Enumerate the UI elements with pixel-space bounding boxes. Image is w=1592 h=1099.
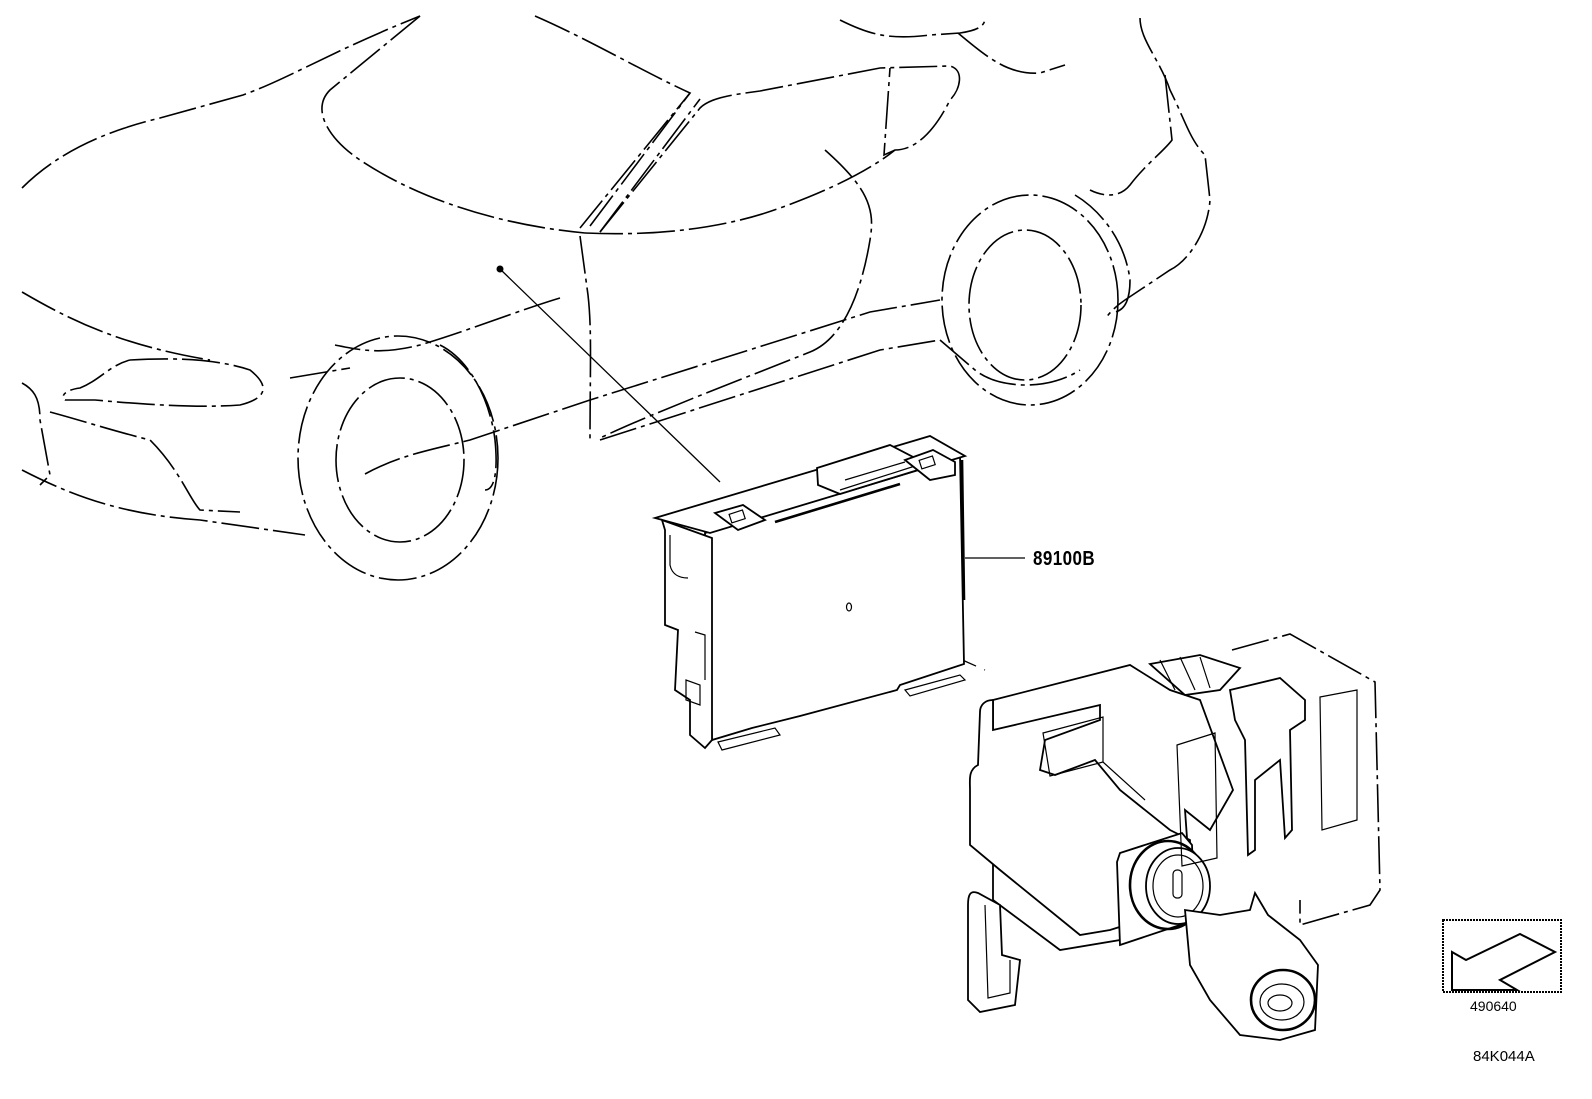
module-body [704,453,965,742]
sensor-arm [1184,890,1319,1041]
door-rear-edge [599,149,873,439]
rear-tire-side [1074,194,1131,313]
module-tab-1 [712,504,767,532]
rear-fender [1089,74,1173,196]
front-bumper [21,382,51,486]
module-left-clip [669,535,706,706]
figure-code-label: 84K044A [1473,1048,1535,1065]
door-front-edge [579,235,592,441]
sensor-coil-inner [1259,983,1305,1021]
bracket-rear [1231,633,1381,927]
body-crease [334,297,561,352]
key-slot [1172,869,1183,899]
mounting-foot [967,891,1021,1013]
front-tire-side [439,344,497,491]
location-leader [499,268,721,483]
part-callout-89100B[interactable]: 89100B [1033,548,1096,570]
hood-line [21,15,421,189]
module-bottom-rail-1 [717,727,781,751]
module-tab-1-slot [728,509,746,524]
module-right-edge [960,459,966,601]
arrow-view-direction-icon [1451,932,1558,991]
key-cylinder-face [1152,854,1204,918]
sensor-coil-core [1267,994,1293,1012]
view-box [1442,919,1562,993]
module-top-groove [774,482,901,524]
sill-lower [364,299,941,475]
rear-body-edge [1106,17,1211,318]
view-code-label: 490640 [1470,998,1517,1014]
housing-window [1042,716,1146,801]
rear-sill [939,339,1081,386]
sensor-coil-outer [1249,968,1317,1032]
assembly-connector [1148,654,1242,696]
vehicle-outline [21,15,1211,581]
front-wheel [335,377,465,543]
roof-front [534,15,692,229]
housing-slot-2 [1319,689,1358,831]
rear-quarter-top [839,17,986,38]
sill-upper [599,339,941,441]
housing-slot-1 [1176,732,1218,867]
rear-wheel [968,229,1082,381]
front-lower-lip [49,411,241,513]
ignition-switch-assembly[interactable] [967,633,1381,1041]
windshield-base [321,15,586,234]
assembly-latch [1228,677,1306,857]
rear-pillar [957,32,1066,74]
front-under [21,469,306,536]
module-hole [845,602,853,612]
module-bottom-rail-2 [903,674,967,697]
assembly-connector-ribs [1159,656,1211,691]
a-pillar [589,92,701,233]
view-direction-indicator [1442,919,1562,993]
side-window [599,65,961,233]
front-wheel-arch [297,335,499,581]
control-module-89100B[interactable] [651,435,968,751]
mounting-foot-inner [984,904,1011,999]
headlamp-link [289,367,351,379]
rear-wheel-arch [941,194,1119,406]
module-tab-2-slot [918,455,936,470]
module-connector-rim [839,461,916,491]
headlamp [62,358,264,407]
belt-line [584,149,896,235]
key-cylinder-ring [1145,847,1211,925]
module-tab-2 [903,449,956,481]
front-fascia [21,291,211,361]
